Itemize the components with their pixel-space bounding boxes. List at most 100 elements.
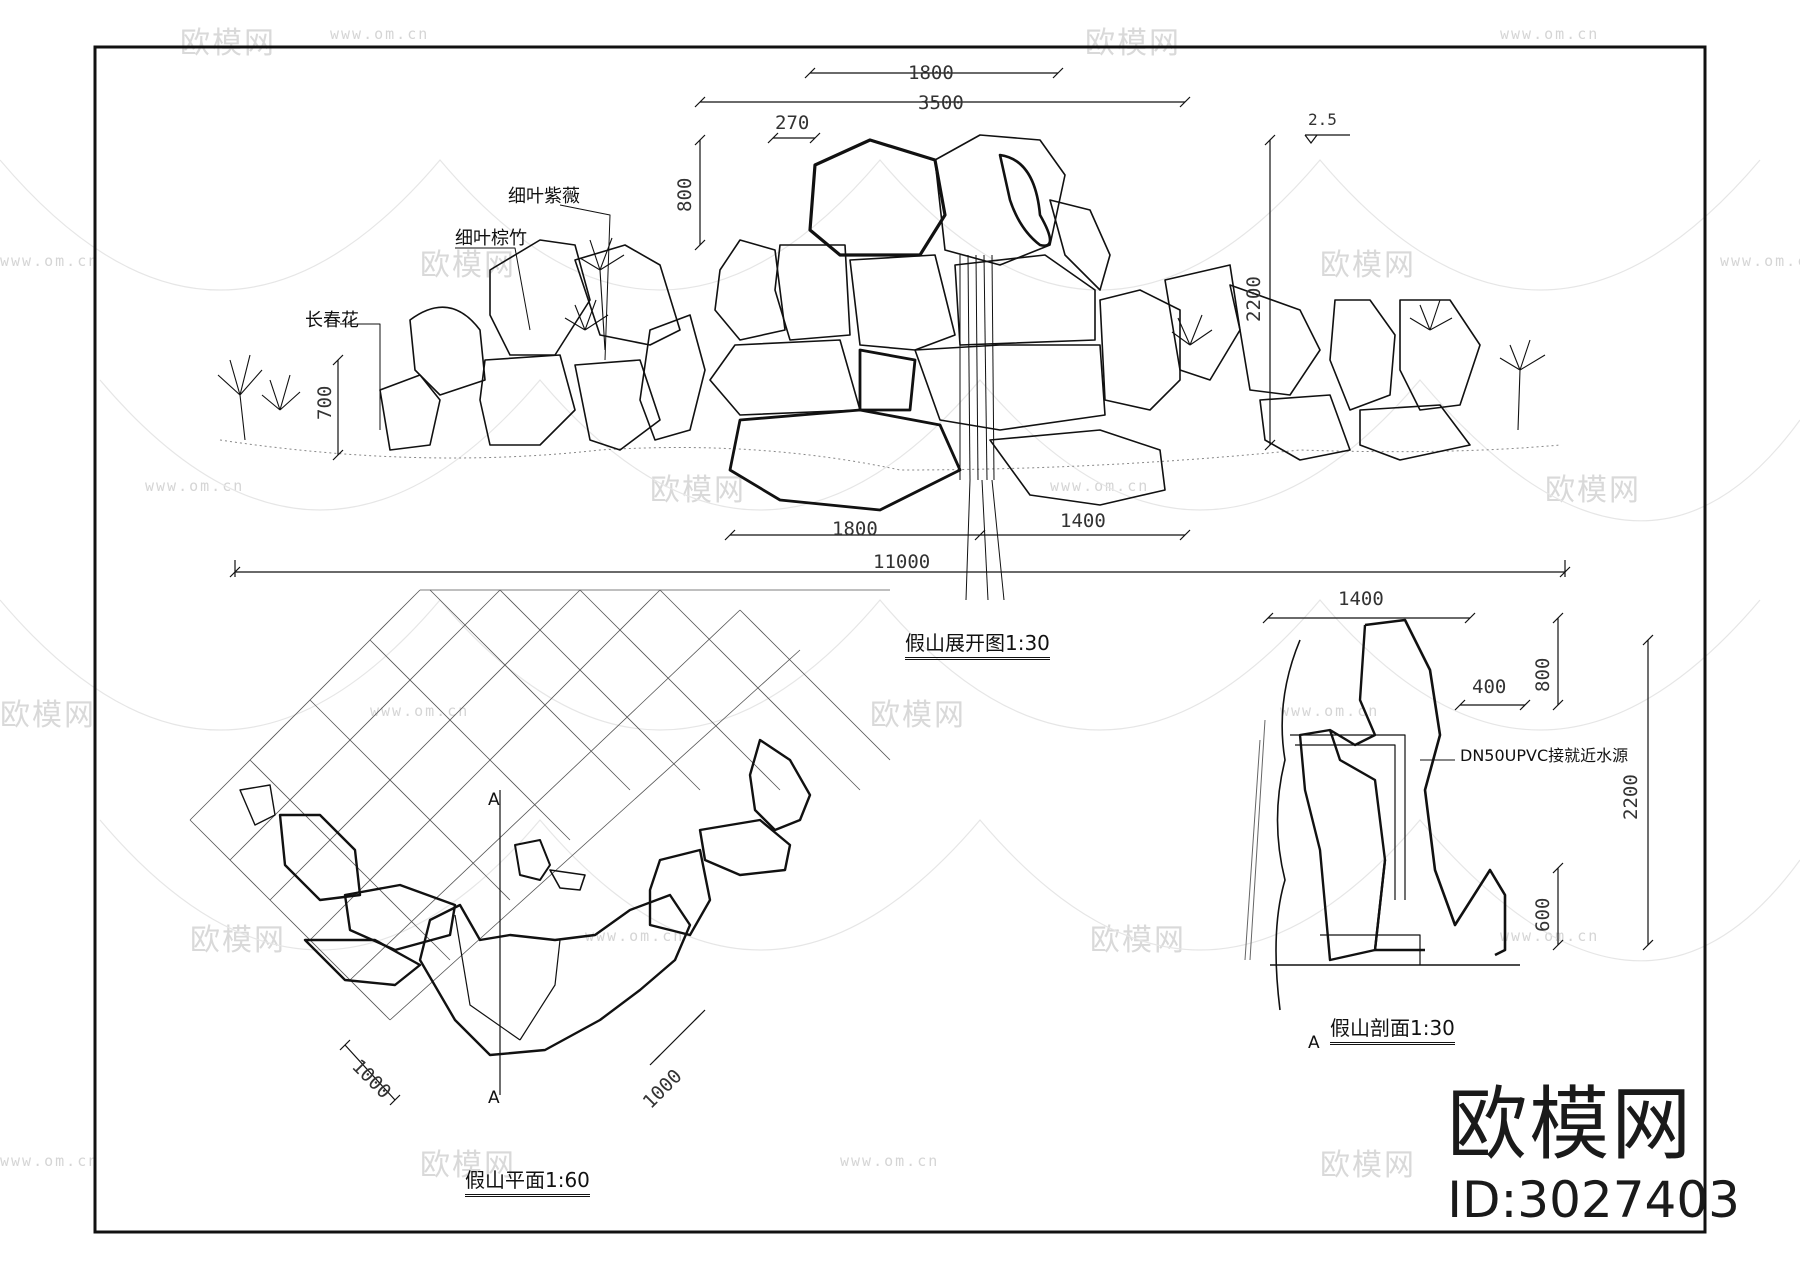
- watermark-brand: 欧模网: [1085, 26, 1181, 61]
- watermark-id: ID:3027403: [1447, 1171, 1740, 1229]
- dim-label: 400: [1472, 676, 1507, 698]
- section-pipe: [1290, 734, 1406, 900]
- rock: [1164, 264, 1241, 381]
- rock: [1099, 289, 1181, 411]
- dim-label: 3500: [918, 92, 964, 114]
- leader-line: [559, 204, 611, 361]
- watermark-url: www.om.cn: [585, 927, 685, 945]
- rock: [934, 134, 1066, 266]
- section-outline: [1373, 859, 1425, 952]
- plant-marks: [217, 237, 1546, 441]
- elevation-title: 假山展开图1:30: [905, 633, 1050, 660]
- dim-label: 800: [674, 177, 696, 212]
- dim-label: 270: [775, 112, 810, 134]
- rock: [379, 374, 441, 451]
- watermark-url: www.om.cn: [0, 252, 100, 270]
- rock: [574, 244, 681, 346]
- plant-label-crape-myrtle: 细叶紫薇: [508, 186, 580, 207]
- dim-label: 2200: [1620, 774, 1642, 820]
- rock: [858, 348, 917, 412]
- dim-label: 800: [1532, 657, 1554, 692]
- dim-label: 2.5: [1308, 110, 1337, 129]
- section-mark: A: [1308, 1033, 1320, 1053]
- rock: [479, 354, 576, 446]
- rock: [849, 254, 956, 351]
- watermark-url: www.om.cn: [840, 1152, 940, 1170]
- rock-plan: [514, 839, 551, 881]
- watermark-url: www.om.cn: [1500, 25, 1600, 43]
- watermark-brand: 欧模网: [1090, 923, 1186, 958]
- dim-label: 2200: [1243, 276, 1265, 322]
- watermark-brand: 欧模网: [870, 698, 966, 733]
- elevation-dimensions: [229, 67, 1571, 578]
- dim-label: 1400: [1060, 510, 1106, 532]
- rock: [998, 153, 1052, 247]
- section-water: [1244, 719, 1266, 961]
- rock: [774, 244, 851, 341]
- rock: [714, 239, 786, 341]
- rock-plan: [343, 883, 457, 952]
- rock: [1229, 284, 1321, 396]
- section-pipe: [1295, 744, 1396, 900]
- watermark-url: www.om.cn: [1720, 252, 1800, 270]
- watermark-brand: 欧模网: [1320, 248, 1416, 283]
- watermark-brand: 欧模网: [0, 698, 96, 733]
- section-dimensions: [1262, 612, 1654, 951]
- watermark-arcs: [0, 159, 1800, 962]
- rock: [409, 306, 486, 396]
- section-ground: [1320, 934, 1421, 965]
- rock: [1399, 299, 1481, 411]
- leader-line: [455, 247, 531, 331]
- rock: [1259, 394, 1351, 461]
- section-mark: A: [488, 790, 500, 810]
- watermark-brand: 欧模网: [1320, 1148, 1416, 1183]
- watermark-url: www.om.cn: [1500, 927, 1600, 945]
- plan-title: 假山平面1:60: [465, 1170, 590, 1197]
- rock: [728, 408, 962, 512]
- plan-drawing: [239, 738, 812, 1095]
- plan-outline: [418, 893, 692, 1057]
- plant-label-palm-bamboo: 细叶棕竹: [455, 228, 527, 249]
- pipe-note: DN50UPVC接就近水源: [1460, 746, 1629, 765]
- rock-plan: [748, 738, 812, 832]
- rock: [639, 314, 706, 441]
- watermark-url: www.om.cn: [1280, 702, 1380, 720]
- rock-plan: [698, 818, 792, 877]
- rock: [954, 254, 1096, 346]
- rock: [709, 339, 861, 416]
- watermark-url: www.om.cn: [1050, 477, 1150, 495]
- watermark-url: www.om.cn: [370, 702, 470, 720]
- dim-label: 1800: [908, 62, 954, 84]
- elevation-drawing: [217, 134, 1561, 601]
- dim-label: 11000: [873, 551, 931, 573]
- rock: [489, 239, 591, 356]
- watermark-url: www.om.cn: [0, 1152, 100, 1170]
- dim-label: 600: [1532, 897, 1554, 932]
- watermark-brand: 欧模网: [190, 923, 286, 958]
- section-title: 假山剖面1:30: [1330, 1018, 1455, 1045]
- section-outline: [1364, 618, 1507, 957]
- watermark-url: www.om.cn: [330, 25, 430, 43]
- sheet-border: [93, 45, 1707, 1234]
- section-mark: A: [488, 1088, 500, 1108]
- plan-outline: [454, 914, 561, 1041]
- plan-dimensions: [339, 1009, 706, 1106]
- section-outline: [1298, 624, 1387, 962]
- rock-plan: [303, 938, 422, 987]
- rock: [914, 344, 1106, 431]
- rock-plan: [648, 848, 712, 937]
- section-drawing: [1244, 618, 1520, 1011]
- leader-line: [340, 323, 381, 430]
- watermark-brand: 欧模网: [650, 473, 746, 508]
- plant-label-periwinkle: 长春花: [305, 310, 359, 331]
- rock: [808, 138, 947, 257]
- watermark-brand: 欧模网: [1545, 473, 1641, 508]
- plan-grid: [189, 589, 891, 1021]
- rock: [1329, 299, 1396, 411]
- rock-plan: [239, 784, 276, 826]
- rock: [989, 429, 1166, 506]
- section-rockface: [1275, 639, 1301, 1011]
- dim-label: 1400: [1338, 588, 1384, 610]
